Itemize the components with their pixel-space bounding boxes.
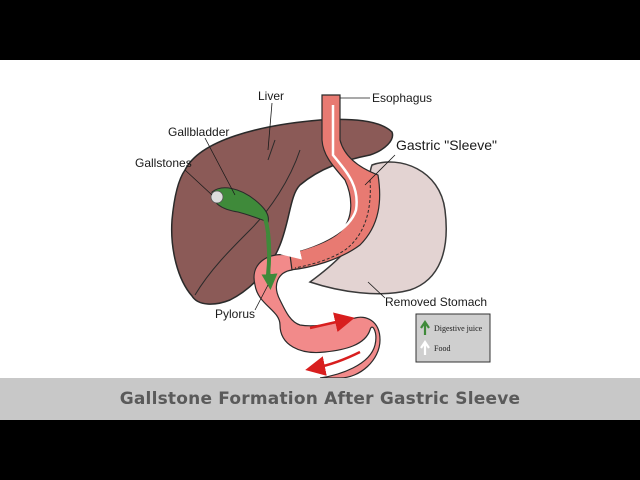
juice-flow-arrow: [261, 234, 278, 290]
staple-line: [294, 179, 371, 269]
mix-flow-arrow-1: [309, 312, 355, 332]
intestine-shape: [253, 253, 381, 379]
liver-fissure: [267, 139, 276, 161]
sleeve-leader: [364, 154, 396, 186]
anatomy-diagram: Liver Esophagus Gallbladder Gastric "Sle…: [135, 89, 497, 379]
caption-title: Gallstone Formation After Gastric Sleeve: [119, 389, 521, 409]
legend-green-arrow-icon: [420, 320, 430, 335]
food-flow-arrow: [280, 105, 358, 260]
label-gallbladder: Gallbladder: [168, 125, 229, 139]
mix-flow-arrow-2: [305, 350, 361, 376]
gallstones-leader: [184, 169, 213, 196]
legend-white-arrow-icon: [420, 340, 430, 355]
diagram-canvas: Liver Esophagus Gallbladder Gastric "Sle…: [0, 60, 640, 420]
pylorus-leader: [254, 284, 269, 311]
label-gastric-sleeve: Gastric "Sleeve": [396, 137, 497, 153]
label-esophagus: Esophagus: [372, 91, 432, 105]
gallstones: [210, 190, 224, 204]
legend-food: Food: [434, 344, 450, 353]
removed-stomach-leader: [367, 281, 386, 299]
liver-leader: [267, 102, 273, 151]
gallbladder-leader: [204, 137, 236, 196]
label-gallstones: Gallstones: [135, 156, 192, 170]
liver-lobe-line: [194, 149, 301, 296]
label-liver: Liver: [258, 89, 284, 103]
caption-bar: Gallstone Formation After Gastric Sleeve: [0, 378, 640, 420]
label-removed-stomach: Removed Stomach: [385, 295, 487, 309]
legend-digestive-juice: Digestive juice: [434, 324, 483, 333]
legend-box: [415, 313, 491, 363]
label-pylorus: Pylorus: [215, 307, 255, 321]
legend: Digestive juice Food: [415, 313, 491, 363]
